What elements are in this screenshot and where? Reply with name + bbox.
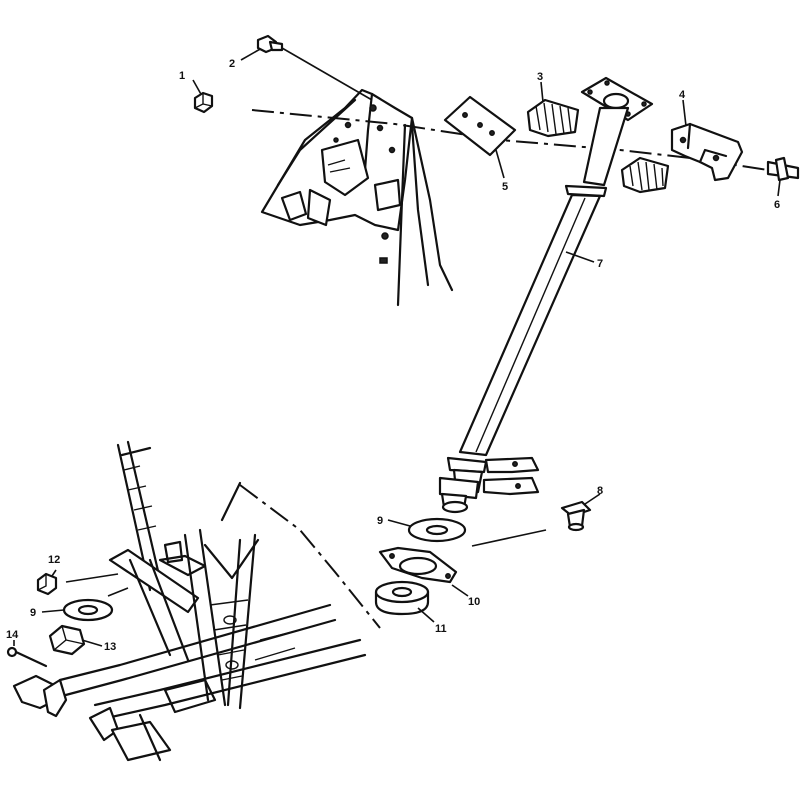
upper-mounting-bracket xyxy=(260,88,454,307)
callout-13: 13 xyxy=(104,641,116,653)
callout-12: 12 xyxy=(48,554,60,566)
callout-11: 11 xyxy=(435,623,447,635)
callout-4: 4 xyxy=(679,89,686,101)
nut-part-1 xyxy=(193,91,214,114)
mounting-plate xyxy=(443,95,517,157)
callout-8: 8 xyxy=(597,485,603,497)
callout-2: 2 xyxy=(229,58,235,70)
column-clamp xyxy=(670,122,744,182)
callout-9-lower: 9 xyxy=(30,607,36,619)
callout-6: 6 xyxy=(774,199,780,211)
spacer-bushing xyxy=(374,580,430,616)
screw-part-2 xyxy=(256,34,284,54)
callout-10: 10 xyxy=(468,596,480,608)
callout-9-upper: 9 xyxy=(377,515,383,527)
callout-14: 14 xyxy=(6,629,19,641)
callout-1: 1 xyxy=(179,70,185,82)
callout-labels: 1 2 3 4 5 6 7 8 9 10 11 12 9 13 14 xyxy=(6,34,780,653)
leader-lines xyxy=(13,47,781,647)
callout-7: 7 xyxy=(597,258,603,270)
cotter-pin xyxy=(6,646,48,668)
hex-nut xyxy=(48,624,86,656)
callout-3: 3 xyxy=(537,71,543,83)
flange-plate xyxy=(378,546,458,584)
pivot-pin xyxy=(560,500,592,532)
bushing-half-upper xyxy=(526,98,580,138)
callout-5: 5 xyxy=(502,181,508,193)
flat-washer-lower xyxy=(62,598,114,622)
lower-centerline-tick xyxy=(220,481,242,522)
lower-centerline xyxy=(239,484,381,629)
steering-column xyxy=(438,76,654,514)
lower-chassis-frame xyxy=(12,440,367,762)
bolt xyxy=(766,156,800,182)
lock-nut xyxy=(36,572,58,596)
flat-washer-upper xyxy=(407,517,467,543)
upper-centerline xyxy=(251,109,769,171)
bushing-half-lower xyxy=(620,156,670,194)
